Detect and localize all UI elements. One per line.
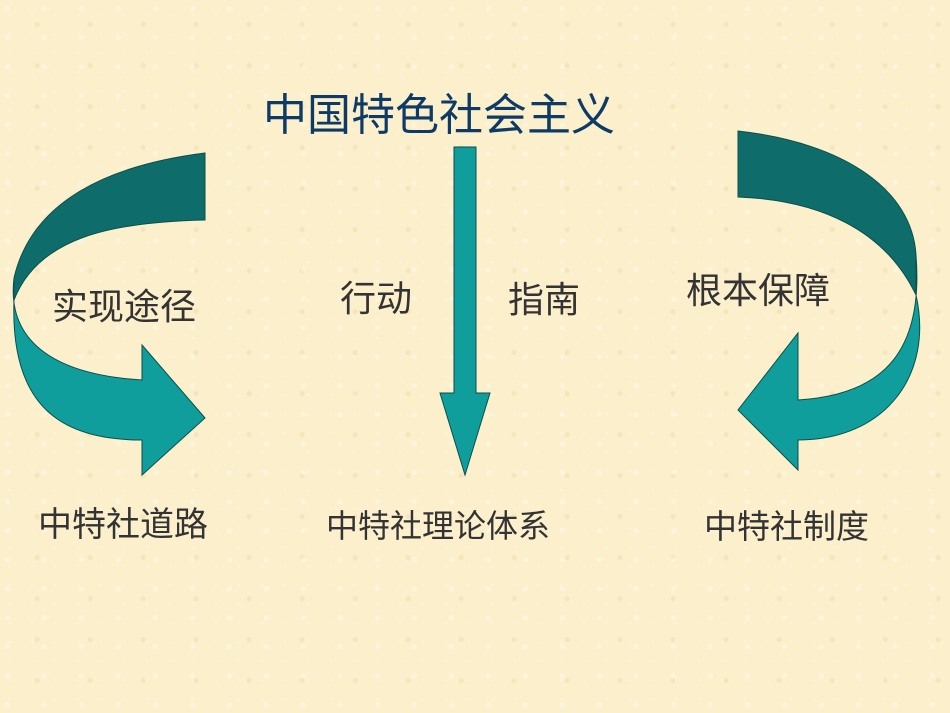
label-right-arrow: 根本保障 [686, 271, 831, 312]
label-center-left: 行动 [340, 279, 413, 320]
left-curved-arrow-lower [12, 277, 206, 477]
bottom-right-label: 中特社制度 [704, 507, 869, 546]
label-center-right: 指南 [508, 280, 581, 321]
right-curved-arrow-lower [737, 254, 921, 472]
label-left-arrow: 实现途径 [52, 287, 197, 328]
left-curved-arrow-upper [13, 152, 206, 301]
bottom-center-label: 中特社理论体系 [326, 507, 551, 545]
center-down-arrow [439, 146, 491, 477]
diagram-title: 中国特色社会主义 [263, 90, 615, 141]
bottom-left-label: 中特社道路 [38, 505, 208, 545]
